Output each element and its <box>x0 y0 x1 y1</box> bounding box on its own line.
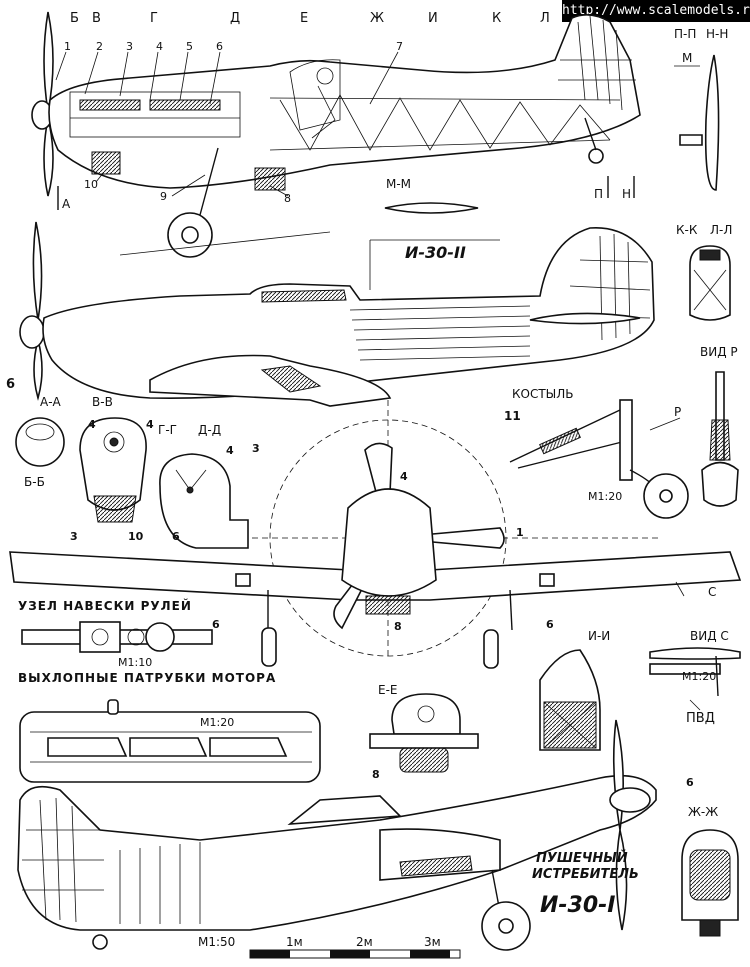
part-number-top-5: 6 <box>216 40 223 53</box>
title-line-1: ПУШЕЧНЫЙ <box>536 850 628 866</box>
scale-bar: М1:50 1м 2м 3м <box>198 935 461 959</box>
label-scale-20-c: М1:20 <box>682 670 716 683</box>
part-number-bottom-1: 9 <box>160 190 167 203</box>
callout-4-vv: 4 <box>88 418 96 431</box>
label-scale-2m: 2м <box>356 935 373 949</box>
section-gg-dd: Г-Г Д-Д 4 6 4 3 <box>146 418 260 549</box>
label-arrow-c: С <box>708 585 716 599</box>
part-number-top-3: 4 <box>156 40 163 53</box>
part-number-top-2: 3 <box>126 40 133 53</box>
callout-4-prop: 4 <box>400 470 408 483</box>
label-vid-c: ВИД С <box>690 629 729 643</box>
callout-6-wing-left: 6 <box>212 618 220 631</box>
model-label-i30-ii: И-30-II <box>405 243 466 262</box>
section-mark-n: Н <box>622 187 631 201</box>
label-sec-ee: Е-Е <box>378 683 398 697</box>
label-scale-3m: 3м <box>424 935 441 949</box>
callout-6-left: 6 <box>6 377 15 392</box>
label-sec-ll: Л-Л <box>710 223 732 237</box>
section-zhzh: Ж-Ж <box>681 805 739 937</box>
section-kk-ll: К-К Л-Л <box>676 223 732 321</box>
label-scale-10: М1:10 <box>118 656 152 669</box>
section-letter-3: Д <box>230 11 240 26</box>
exhaust-stacks-detail: ВЫХЛОПНЫЕ ПАТРУБКИ МОТОРА М1:20 <box>18 671 321 783</box>
side-view-i30-ii: И-30-II 6 <box>6 221 655 407</box>
callout-3-vv: 3 <box>70 530 78 543</box>
callout-10-vv: 10 <box>128 530 144 543</box>
callout-6-gg: 6 <box>172 530 180 543</box>
section-letter-1: В <box>92 11 101 26</box>
side-view-i30-i: 6 ПУШЕЧНЫЙ ИСТРЕБИТЕЛЬ И-30-I <box>17 719 694 951</box>
section-letter-6: И <box>428 11 438 26</box>
callout-1-prop: 1 <box>516 526 524 539</box>
label-sec-pp: П-П <box>674 27 696 41</box>
label-uzel: УЗЕЛ НАВЕСКИ РУЛЕЙ <box>18 598 192 613</box>
part-number-top-0: 1 <box>64 40 71 53</box>
label-sec-aa: А-А <box>40 395 62 409</box>
section-mark-p: П <box>594 187 603 201</box>
callout-6-wing-right: 6 <box>546 618 554 631</box>
section-letter-8: Л <box>540 11 550 26</box>
label-sec-vv: В-В <box>92 395 113 409</box>
part-numbers-bottom: 10 9 8 <box>84 178 291 205</box>
label-scale-50: М1:50 <box>198 935 235 949</box>
section-ee: Е-Е 8 <box>369 683 479 781</box>
section-letter-5: Ж <box>370 11 384 26</box>
label-sec-kk: К-К <box>676 223 698 237</box>
label-vyhlop: ВЫХЛОПНЫЕ ПАТРУБКИ МОТОРА <box>18 671 276 685</box>
label-sec-m: М <box>682 51 692 65</box>
label-sec-bb: Б-Б <box>24 475 45 489</box>
label-vid-r: ВИД Р <box>700 345 738 359</box>
section-mark-a: А <box>62 197 71 211</box>
callout-8-ee: 8 <box>372 768 380 781</box>
part-number-bottom-0: 10 <box>84 178 98 191</box>
section-ii: И-И <box>539 629 610 751</box>
part-number-top-6: 7 <box>396 40 403 53</box>
tailwheel-assembly: КОСТЫЛЬ Р М1:20 11 <box>504 387 689 519</box>
section-mm: М-М <box>384 177 479 214</box>
rudder-hinge-detail: УЗЕЛ НАВЕСКИ РУЛЕЙ М1:10 <box>18 598 213 669</box>
model-label-i30-i: И-30-I <box>540 893 615 918</box>
section-letter-2: Г <box>150 11 158 26</box>
label-sec-dd: Д-Д <box>198 423 221 437</box>
section-pp-nn: П-П Н-Н М <box>674 27 728 191</box>
title-line-2: ИСТРЕБИТЕЛЬ <box>532 867 639 882</box>
callout-6-bottom: 6 <box>686 776 694 789</box>
label-scale-20-a: М1:20 <box>588 490 622 503</box>
front-view: 4 1 6 8 6 С <box>9 400 742 669</box>
label-pvd: ПВД <box>686 711 715 726</box>
part-numbers-top: 1 2 3 4 5 6 7 <box>64 40 403 53</box>
label-arrow-p: Р <box>674 405 681 419</box>
part-number-top-4: 5 <box>186 40 193 53</box>
callout-4-gg: 4 <box>146 418 154 431</box>
section-vv: В-В 4 3 10 <box>70 395 147 543</box>
label-sec-zhzh: Ж-Ж <box>688 805 718 819</box>
label-sec-nn: Н-Н <box>706 27 728 41</box>
callout-4-dd: 4 <box>226 444 234 457</box>
label-sec-mm: М-М <box>386 177 411 191</box>
callout-11: 11 <box>504 409 521 423</box>
part-number-top-1: 2 <box>96 40 103 53</box>
callout-3-dd: 3 <box>252 442 260 455</box>
section-aa-bb: А-А Б-Б <box>15 395 65 489</box>
callout-8-front: 8 <box>394 620 402 633</box>
part-number-bottom-2: 8 <box>284 192 291 205</box>
section-letter-0: Б <box>70 11 79 26</box>
label-scale-20-b: М1:20 <box>200 716 234 729</box>
label-kostyl: КОСТЫЛЬ <box>512 387 574 401</box>
view-p: ВИД Р <box>700 345 739 507</box>
label-sec-ii: И-И <box>588 629 610 643</box>
section-letter-4: Е <box>300 11 308 26</box>
section-letter-7: К <box>492 11 501 26</box>
watermark: http://www.scalemodels.ru <box>562 0 750 22</box>
view-c-pitot: ВИД С М1:20 ПВД <box>649 629 741 726</box>
label-scale-1m: 1м <box>286 935 303 949</box>
label-sec-gg: Г-Г <box>158 423 177 437</box>
